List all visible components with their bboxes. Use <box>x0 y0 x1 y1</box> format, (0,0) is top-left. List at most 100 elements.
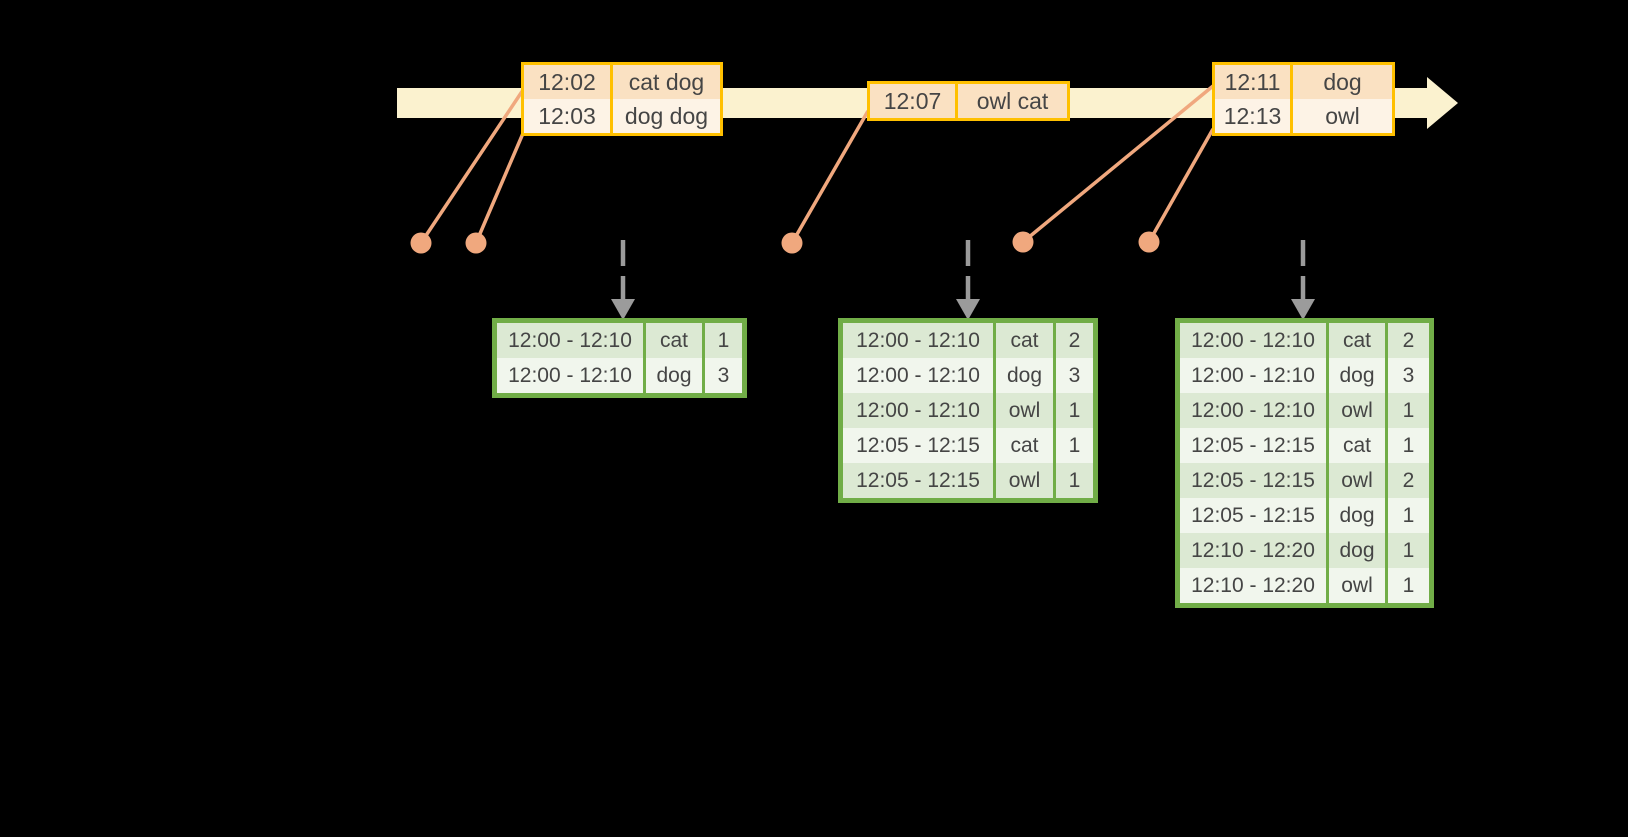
event-words-cell: dog <box>1293 65 1392 99</box>
event-time-cell: 12:11 <box>1215 65 1290 99</box>
event-dot-1 <box>410 232 432 254</box>
event-words-cell: owl <box>1293 99 1392 133</box>
result-row: 12:00 - 12:10 owl 1 <box>843 393 1093 428</box>
word-cell: owl <box>1329 393 1385 428</box>
count-cell: 1 <box>1388 568 1429 603</box>
event-words-cell: dog dog <box>613 99 720 133</box>
count-cell: 2 <box>1388 323 1429 358</box>
word-cell: dog <box>1329 358 1385 393</box>
count-cell: 3 <box>1388 358 1429 393</box>
count-cell: 1 <box>1056 393 1093 428</box>
window-cell: 12:00 - 12:10 <box>497 358 643 393</box>
result-row: 12:00 - 12:10 owl 1 <box>1180 393 1429 428</box>
count-cell: 1 <box>1388 393 1429 428</box>
word-cell: dog <box>996 358 1053 393</box>
word-cell: owl <box>1329 463 1385 498</box>
event-words-cell: cat dog <box>613 65 720 99</box>
connector-line-4 <box>1021 84 1215 244</box>
result-table-rows: 12:00 - 12:10 cat 1 12:00 - 12:10 dog 3 <box>497 323 742 393</box>
event-row: 12:03 dog dog <box>524 99 720 133</box>
result-row: 12:00 - 12:10 cat 2 <box>843 323 1093 358</box>
count-cell: 1 <box>705 323 742 358</box>
result-row: 12:00 - 12:10 dog 3 <box>843 358 1093 393</box>
word-cell: owl <box>996 463 1053 498</box>
event-time-cell: 12:13 <box>1215 99 1290 133</box>
result-table-3: 12:00 - 12:10 cat 2 12:00 - 12:10 dog 3 … <box>1175 318 1434 608</box>
trigger-arrow-2 <box>956 240 980 320</box>
window-cell: 12:05 - 12:15 <box>843 428 993 463</box>
trigger-arrow-3 <box>1291 240 1315 320</box>
event-time-cell: 12:03 <box>524 99 610 133</box>
event-dot-2 <box>465 232 487 254</box>
event-time-cell: 12:02 <box>524 65 610 99</box>
window-cell: 12:00 - 12:10 <box>843 323 993 358</box>
window-cell: 12:00 - 12:10 <box>497 323 643 358</box>
result-row: 12:05 - 12:15 cat 1 <box>843 428 1093 463</box>
count-cell: 1 <box>1056 463 1093 498</box>
result-table-rows: 12:00 - 12:10 cat 2 12:00 - 12:10 dog 3 … <box>1180 323 1429 603</box>
result-table-1: 12:00 - 12:10 cat 1 12:00 - 12:10 dog 3 <box>492 318 747 398</box>
count-cell: 1 <box>1388 498 1429 533</box>
word-cell: dog <box>1329 533 1385 568</box>
event-table-1: 12:02 cat dog 12:03 dog dog <box>521 62 723 136</box>
arrow-down-icon <box>1291 299 1315 320</box>
window-cell: 12:00 - 12:10 <box>1180 358 1326 393</box>
trigger-arrow-1 <box>611 240 635 320</box>
event-dot-5 <box>1138 231 1160 253</box>
window-cell: 12:00 - 12:10 <box>843 358 993 393</box>
connector-line-3 <box>790 110 870 244</box>
result-table-rows: 12:00 - 12:10 cat 2 12:00 - 12:10 dog 3 … <box>843 323 1093 498</box>
event-row: 12:02 cat dog <box>524 65 720 99</box>
event-row: 12:13 owl <box>1215 99 1392 133</box>
result-table-2: 12:00 - 12:10 cat 2 12:00 - 12:10 dog 3 … <box>838 318 1098 503</box>
window-cell: 12:05 - 12:15 <box>1180 428 1326 463</box>
word-cell: cat <box>646 323 702 358</box>
count-cell: 1 <box>1388 533 1429 568</box>
window-cell: 12:00 - 12:10 <box>843 393 993 428</box>
connector-line-5 <box>1147 128 1215 243</box>
result-row: 12:05 - 12:15 owl 2 <box>1180 463 1429 498</box>
result-row: 12:00 - 12:10 cat 2 <box>1180 323 1429 358</box>
event-dot-3 <box>781 232 803 254</box>
word-cell: cat <box>1329 323 1385 358</box>
event-table-3: 12:11 dog 12:13 owl <box>1212 62 1395 136</box>
word-cell: cat <box>996 323 1053 358</box>
result-row: 12:05 - 12:15 cat 1 <box>1180 428 1429 463</box>
count-cell: 2 <box>1056 323 1093 358</box>
arrow-down-icon <box>611 299 635 320</box>
window-cell: 12:10 - 12:20 <box>1180 568 1326 603</box>
count-cell: 3 <box>1056 358 1093 393</box>
count-cell: 1 <box>1388 428 1429 463</box>
window-cell: 12:00 - 12:10 <box>1180 323 1326 358</box>
timeline-arrowhead-icon <box>1427 77 1458 129</box>
word-cell: cat <box>1329 428 1385 463</box>
word-cell: owl <box>1329 568 1385 603</box>
window-cell: 12:05 - 12:15 <box>843 463 993 498</box>
result-row: 12:10 - 12:20 dog 1 <box>1180 533 1429 568</box>
result-row: 12:05 - 12:15 dog 1 <box>1180 498 1429 533</box>
event-time-cell: 12:07 <box>870 84 955 118</box>
count-cell: 2 <box>1388 463 1429 498</box>
window-cell: 12:05 - 12:15 <box>1180 463 1326 498</box>
event-words-cell: owl cat <box>958 84 1067 118</box>
connector-line-1 <box>419 89 525 244</box>
result-row: 12:00 - 12:10 dog 3 <box>497 358 742 393</box>
result-row: 12:00 - 12:10 cat 1 <box>497 323 742 358</box>
count-cell: 3 <box>705 358 742 393</box>
event-table-rows: 12:07 owl cat <box>870 84 1067 118</box>
result-row: 12:10 - 12:20 owl 1 <box>1180 568 1429 603</box>
event-table-rows: 12:02 cat dog 12:03 dog dog <box>524 65 720 133</box>
word-cell: dog <box>1329 498 1385 533</box>
event-table-rows: 12:11 dog 12:13 owl <box>1215 65 1392 133</box>
event-dot-4 <box>1012 231 1034 253</box>
word-cell: owl <box>996 393 1053 428</box>
window-cell: 12:10 - 12:20 <box>1180 533 1326 568</box>
connector-line-2 <box>474 130 526 244</box>
window-cell: 12:05 - 12:15 <box>1180 498 1326 533</box>
event-row: 12:11 dog <box>1215 65 1392 99</box>
word-cell: dog <box>646 358 702 393</box>
word-cell: cat <box>996 428 1053 463</box>
result-row: 12:00 - 12:10 dog 3 <box>1180 358 1429 393</box>
count-cell: 1 <box>1056 428 1093 463</box>
